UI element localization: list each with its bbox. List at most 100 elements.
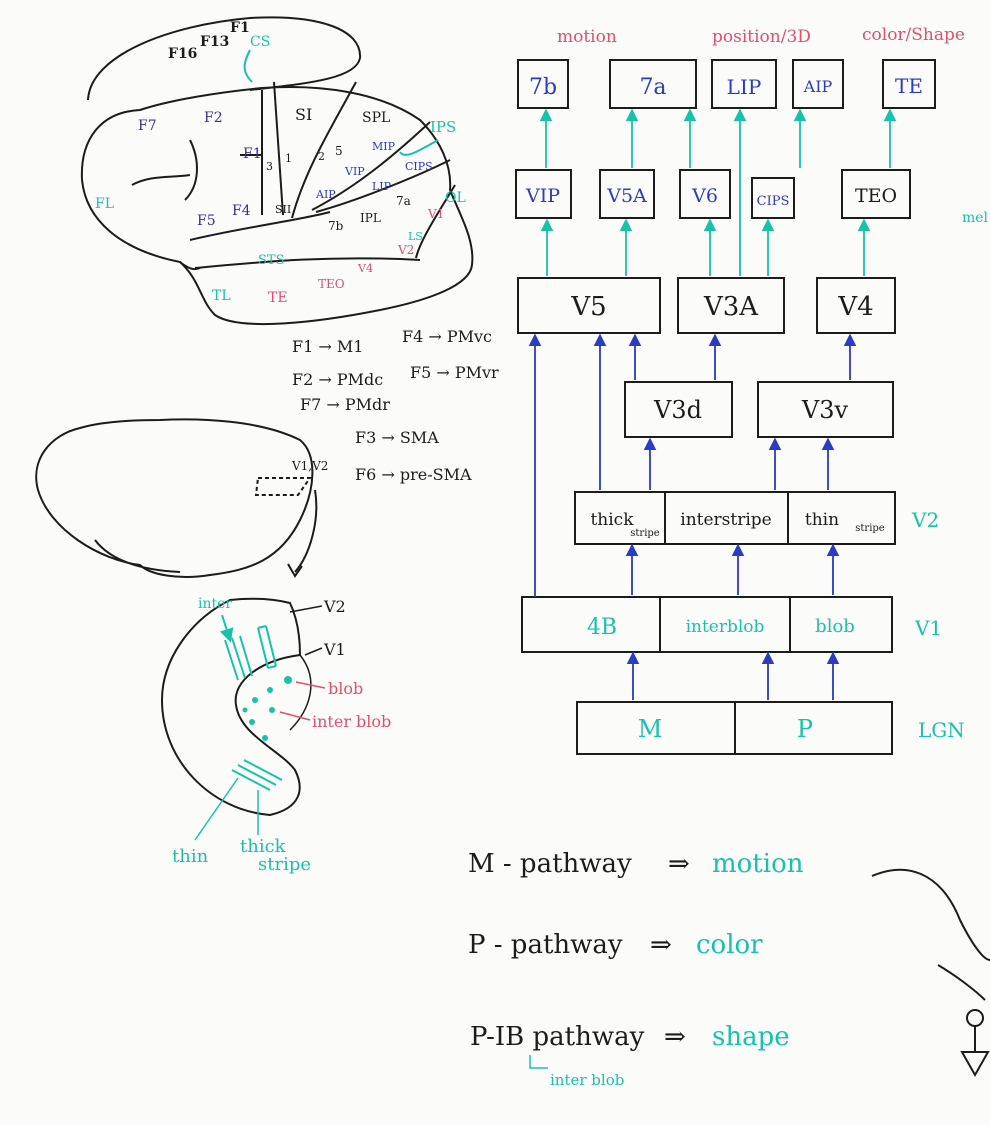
row-label-v1: V1 <box>914 616 942 640</box>
label-mip: MIP <box>372 140 396 153</box>
label-thick: thick <box>240 836 287 857</box>
side-partial-text: mel <box>962 210 989 226</box>
label-f1-top: F1 <box>230 20 250 36</box>
blue-arrows <box>528 333 857 700</box>
box-v3v: V3v <box>801 396 849 424</box>
label-ol: OL <box>445 190 466 206</box>
pathway-m-name: M - pathway <box>468 849 632 879</box>
box-v2-thin: thin <box>805 510 839 530</box>
stripes <box>224 625 283 791</box>
pathway-pib-result: shape <box>712 1022 790 1052</box>
label-teo: TEO <box>318 277 345 291</box>
label-5: 5 <box>335 144 343 158</box>
mapping-item: F3 → SMA <box>355 428 439 447</box>
pathway-note-pointer <box>529 1055 548 1069</box>
label-section-v1: V1 <box>323 640 346 659</box>
partial-drawing-right <box>871 868 990 1078</box>
row-label-lgn: LGN <box>918 718 965 742</box>
ips-sulcus-2 <box>315 159 451 213</box>
box-lgn-p: P <box>797 715 813 743</box>
label-section-v2: V2 <box>323 597 346 616</box>
v1v2-plane <box>254 477 312 496</box>
label-ips: IPS <box>430 118 456 136</box>
cortex-section <box>160 597 326 841</box>
box-cips: CIPS <box>757 194 790 209</box>
blob-dots <box>242 676 292 741</box>
category-position: position/3D <box>712 27 811 47</box>
label-f3: F13 <box>200 34 229 50</box>
section-v1-line <box>289 654 312 731</box>
pathway-note: inter blob <box>550 1071 624 1089</box>
label-f2: F2 <box>204 110 223 126</box>
label-1: 1 <box>285 152 292 165</box>
mapping-item: F2 → PMdc <box>292 370 383 389</box>
box-lgn-m: M <box>638 715 663 743</box>
area-mapping: F1 → M1 F4 → PMvc F2 → PMdc F5 → PMvr F7… <box>292 327 499 484</box>
box-v2-thin-sub: stripe <box>855 523 885 534</box>
label-7b: 7b <box>328 219 344 233</box>
label-v2: V2 <box>397 243 414 257</box>
blob-arrow <box>295 681 326 689</box>
central-sulcus-2 <box>273 81 284 216</box>
v1-pointer <box>304 647 323 656</box>
pathway-summary: M - pathway ⇒ motion P - pathway ⇒ color… <box>468 849 804 1089</box>
postcentral-sulcus <box>291 81 357 219</box>
box-v2-inter: interstripe <box>680 510 771 530</box>
label-inter: inter <box>198 596 232 612</box>
sts-sulcus <box>194 257 421 269</box>
label-7a: 7a <box>396 194 411 208</box>
label-ls: LS <box>408 230 423 243</box>
inter-arrow <box>219 614 234 643</box>
brain-medial-outline <box>87 16 362 101</box>
brain-labels: F16 F13 F1 CS F7 F2 F1 F4 F5 FL SI SII 3… <box>95 20 466 306</box>
mapping-item: F7 → PMdr <box>300 395 390 414</box>
mapping-item: F5 → PMvr <box>410 363 499 382</box>
pathway-m-result: motion <box>712 849 804 879</box>
label-3: 3 <box>266 160 273 173</box>
box-v1-4b: 4B <box>587 615 617 640</box>
category-labels: motion position/3D color/Shape <box>557 25 965 47</box>
box-aip: AIP <box>803 77 833 96</box>
category-motion: motion <box>557 27 617 47</box>
label-f6: F16 <box>168 46 197 62</box>
label-ipl: IPL <box>360 211 381 225</box>
small-brain-diagram <box>35 418 318 578</box>
pathway-p-result: color <box>696 930 763 960</box>
box-teo: TEO <box>855 185 897 207</box>
mapping-item: F4 → PMvc <box>402 327 492 346</box>
box-v4: V4 <box>837 292 873 322</box>
box-v2-thick-sub: stripe <box>630 528 660 539</box>
teal-arrows <box>539 108 897 276</box>
label-f5: F5 <box>197 213 216 229</box>
lateral-sulcus <box>189 211 331 241</box>
label-f1: F1 <box>243 146 262 162</box>
pathway-m-arrow: ⇒ <box>668 849 690 879</box>
thin-pointer <box>194 777 239 841</box>
interblob-arrow <box>279 711 311 721</box>
brain-outline <box>80 86 474 326</box>
section-outline <box>160 597 302 817</box>
cs-pointer <box>243 49 253 83</box>
box-7b: 7b <box>529 75 557 100</box>
pathway-p-arrow: ⇒ <box>650 930 672 960</box>
box-v3d: V3d <box>653 396 702 424</box>
label-vip: VIP <box>344 165 365 178</box>
label-f7: F7 <box>138 118 157 134</box>
label-lip: LIP <box>372 180 392 193</box>
mapping-item: F6 → pre-SMA <box>355 465 472 484</box>
cortex-labels: inter V2 V1 blob inter blob thin thick s… <box>172 596 391 875</box>
small-brain-outline <box>35 418 314 578</box>
box-v2-thick: thick <box>590 510 634 530</box>
label-tl: TL <box>212 288 231 304</box>
v2-pointer <box>289 605 323 613</box>
label-fl: FL <box>95 196 114 212</box>
flow-box-text: 7b 7a LIP AIP TE VIP V5A V6 CIPS TEO V5 … <box>525 74 923 743</box>
arcuate-sulcus <box>131 139 198 201</box>
box-v1-interblob: interblob <box>686 617 765 637</box>
label-te: TE <box>268 290 288 306</box>
label-2: 2 <box>318 150 325 163</box>
label-spl: SPL <box>362 110 390 126</box>
label-s1: SI <box>295 105 312 124</box>
pathway-pib-arrow: ⇒ <box>664 1022 686 1052</box>
